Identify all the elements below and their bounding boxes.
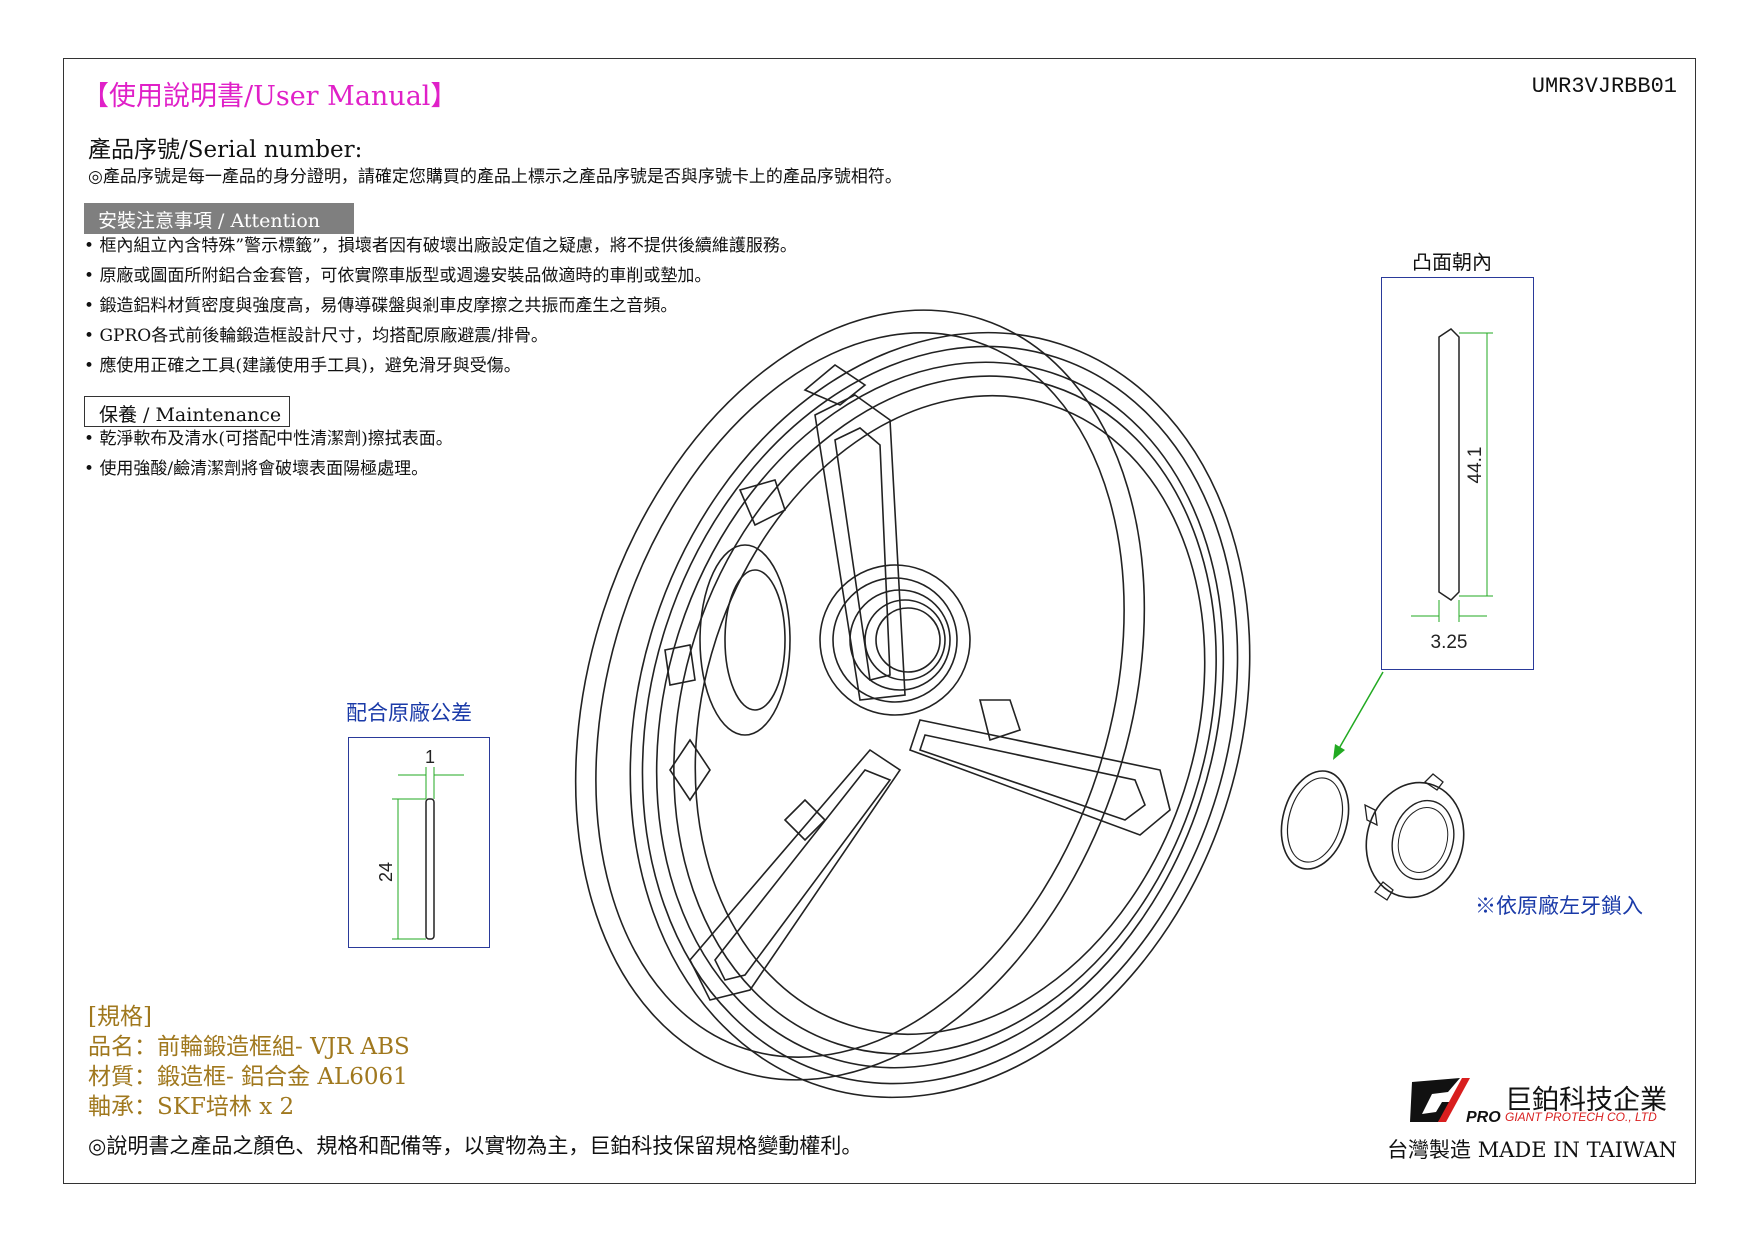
spoke-cutout [783,798,827,842]
front-rim-ring-1 [641,345,1239,1085]
attention-header: 安裝注意事項 / Attention [84,203,354,234]
serial-number-label: 產品序號/Serial number: [88,137,363,163]
manual-title: 【使用說明書/User Manual】 [82,81,458,112]
tolerance-label: 配合原廠公差 [346,701,472,725]
tolerance-detail-drawing: 1 24 [376,747,464,940]
spoke-right [908,719,1171,836]
list-item: 鍛造鋁料材質密度與強度高，易傳導碟盤與剎車皮摩擦之共振而產生之音頻。 [84,291,797,321]
brake-mount [664,644,696,686]
lock-nut-tab [1364,803,1378,827]
rear-rim-inner [595,332,1125,1058]
left-thread-note: ※依原廠左牙鎖入 [1475,894,1643,918]
hub-bore-inner [875,607,941,673]
spoke-bottom [689,748,902,1001]
spacer-ring [1280,770,1350,870]
wheel-drawing [574,309,1251,1099]
company-name-cn: 巨鉑科技企業 [1505,1085,1667,1116]
hub-ring [849,589,951,691]
spoke-right-inner [918,734,1146,821]
list-item: 框內組立內含特殊”警示標籤”，損壞者因有破壞出廠設定值之疑慮，將不提供後續維護服… [84,231,796,261]
lock-nut-tab [1374,881,1394,901]
ring-detail-drawing: 44.1 3.25 [1411,328,1493,653]
logo-text: PRO [1466,1109,1501,1126]
spoke-top-inner [834,427,891,681]
dimension-width: 1 [425,747,435,767]
gpro-logo-icon: PRO [1410,1078,1501,1126]
lock-nut-thread [1397,807,1449,873]
hub-bore [864,599,946,681]
dimension-height: 44.1 [1465,447,1486,484]
product-code: UMR3VJRBB01 [1531,74,1677,99]
leader-arrow-icon [1333,744,1345,760]
hub-outer [819,564,971,716]
lock-nut [1365,781,1465,899]
ring-part [1438,328,1460,601]
ring-detail-box [1381,277,1534,670]
dimension-width: 3.25 [1431,632,1468,653]
front-rim-outer [629,331,1251,1099]
rear-rim-outer [574,309,1146,1081]
list-item: 使用強酸/鹼清潔劑將會破壞表面陽極處理。 [84,454,453,484]
rear-hub-inner [724,569,786,711]
spec-material: 材質：鍛造框- 鋁合金 AL6061 [88,1064,408,1090]
leader-line [1336,671,1384,753]
maintenance-list: 乾淨軟布及清水(可搭配中性清潔劑)擦拭表面。 使用強酸/鹼清潔劑將會破壞表面陽極… [84,424,453,484]
list-item: 原廠或圖面所附鋁合金套管，可依實際車版型或週邊安裝品做適時的車削或墊加。 [84,261,797,291]
serial-number-note: ◎產品序號是每一產品的身分證明，請確定您購買的產品上標示之產品序號是否與序號卡上… [88,167,902,187]
spec-header: [規格] [88,1004,152,1030]
disclaimer-note: ◎說明書之產品之顏色、規格和配備等，以實物為主，巨鉑科技保留規格變動權利。 [88,1134,863,1158]
spoke-cutout [803,364,867,406]
company-name-en: GIANT PROTECH CO., LTD [1505,1110,1657,1124]
spacer-ring-inner [1286,777,1344,863]
spacer-part [425,798,435,940]
list-item: 乾淨軟布及清水(可搭配中性清潔劑)擦拭表面。 [84,424,452,454]
brake-mount [738,479,786,527]
rear-hub [699,544,791,736]
dimension-height: 24 [376,862,396,882]
spoke-top [814,394,906,701]
front-rim-ring-3 [673,375,1217,1055]
spec-name: 品名：前輪鍛造框組- VJR ABS [88,1034,410,1060]
spec-bearing: 軸承：SKF培林 x 2 [88,1094,295,1120]
spoke-cutout [669,738,711,802]
lock-nut-bore [1391,799,1455,881]
front-rim-ring-2 [655,361,1225,1069]
spoke-cutout [978,699,1022,742]
convex-inward-label: 凸面朝內 [1412,250,1492,274]
front-rim-inner [694,394,1206,1036]
tolerance-detail-box [348,737,490,948]
list-item: GPRO各式前後輪鍛造框設計尺寸，均搭配原廠避震/排骨。 [84,321,797,351]
maintenance-header: 保養 / Maintenance [84,396,290,427]
attention-list: 框內組立內含特殊”警示標籤”，損壞者因有破壞出廠設定值之疑慮，將不提供後續維護服… [84,231,797,381]
lock-nut-tab [1423,773,1444,791]
spec-block: [規格] 品名：前輪鍛造框組- VJR ABS 材質：鍛造框- 鋁合金 AL60… [88,1002,410,1122]
list-item: 應使用正確之工具(建議使用手工具)，避免滑牙與受傷。 [84,351,797,381]
hub-ring [832,577,958,703]
page-frame [63,58,1696,1184]
spoke-bottom-inner [714,769,892,981]
exploded-parts-drawing [1280,671,1465,901]
made-in-taiwan: 台灣製造 MADE IN TAIWAN [1387,1138,1677,1162]
